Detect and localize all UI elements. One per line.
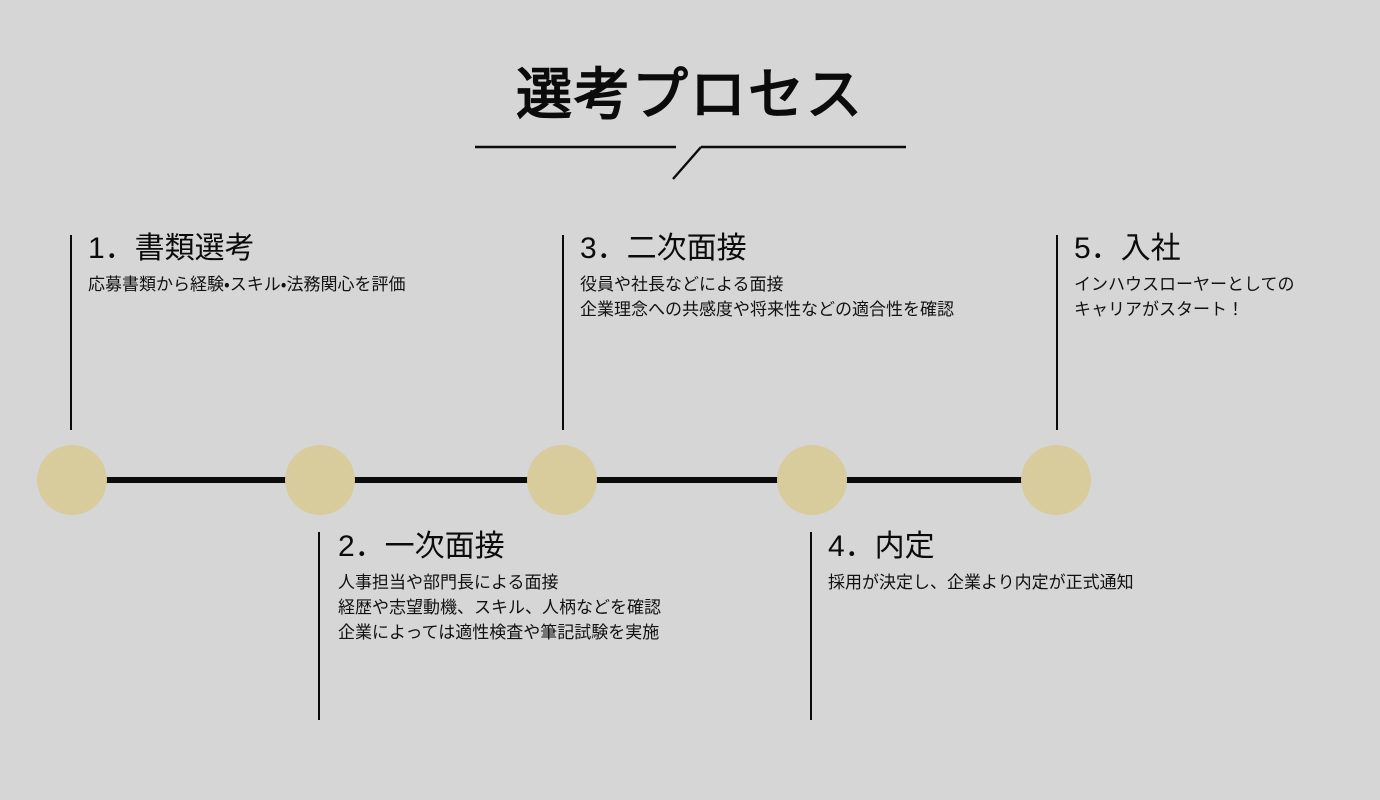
step-3-description: 役員や社長などによる面接 企業理念への共感度や将来性などの適合性を確認 <box>580 272 954 322</box>
step-2-description-line: 経歴や志望動機、スキル、人柄などを確認 <box>338 598 661 617</box>
step-2-description: 人事担当や部門長による面接 経歴や志望動機、スキル、人柄などを確認 企業によって… <box>338 570 661 645</box>
step-5-description: インハウスローヤーとしての キャリアがスタート！ <box>1074 272 1295 322</box>
timeline-step-1: 1．書類選考 応募書類から経験・スキル・法務関心を評価 <box>88 230 406 297</box>
timeline-step-5: 5．入社 インハウスローヤーとしての キャリアがスタート！ <box>1074 230 1295 322</box>
step-3-description-line: 企業理念への共感度や将来性などの適合性を確認 <box>580 300 954 319</box>
timeline-step-2: 2．一次面接 人事担当や部門長による面接 経歴や志望動機、スキル、人柄などを確認… <box>338 528 661 645</box>
timeline-node-5[interactable] <box>1021 445 1091 515</box>
connector-stem-step-2 <box>318 532 320 720</box>
step-3-heading: 3．二次面接 <box>580 232 747 265</box>
step-5-heading: 5．入社 <box>1074 232 1181 265</box>
timeline-step-3: 3．二次面接 役員や社長などによる面接 企業理念への共感度や将来性などの適合性を… <box>580 230 954 322</box>
timeline-node-4[interactable] <box>777 445 847 515</box>
timeline-node-2[interactable] <box>285 445 355 515</box>
step-1-heading: 1．書類選考 <box>88 232 255 265</box>
step-2-heading: 2．一次面接 <box>338 530 505 563</box>
step-2-description-line: 企業によっては適性検査や筆記試験を実施 <box>338 623 660 642</box>
connector-stem-step-5 <box>1056 235 1058 430</box>
step-4-heading: 4．内定 <box>828 530 935 563</box>
step-1-description-line: 応募書類から経験・スキル・法務関心を評価 <box>88 275 406 294</box>
step-3-description-line: 役員や社長などによる面接 <box>580 275 784 294</box>
connector-stem-step-1 <box>70 235 72 430</box>
step-2-description-line: 人事担当や部門長による面接 <box>338 573 559 592</box>
step-5-description-line: インハウスローヤーとしての <box>1074 275 1295 294</box>
connector-stem-step-3 <box>562 235 564 430</box>
page-title: 選考プロセス <box>516 63 864 126</box>
title-block: 選考プロセス <box>0 62 1380 180</box>
timeline-node-1[interactable] <box>37 445 107 515</box>
timeline-step-4: 4．内定 採用が決定し、企業より内定が正式通知 <box>828 528 1134 595</box>
step-4-description: 採用が決定し、企業より内定が正式通知 <box>828 570 1134 595</box>
timeline-node-3[interactable] <box>527 445 597 515</box>
step-4-description-line: 採用が決定し、企業より内定が正式通知 <box>828 573 1134 592</box>
connector-stem-step-4 <box>810 532 812 720</box>
step-1-description: 応募書類から経験・スキル・法務関心を評価 <box>88 272 406 297</box>
step-5-description-line: キャリアがスタート！ <box>1074 300 1244 319</box>
